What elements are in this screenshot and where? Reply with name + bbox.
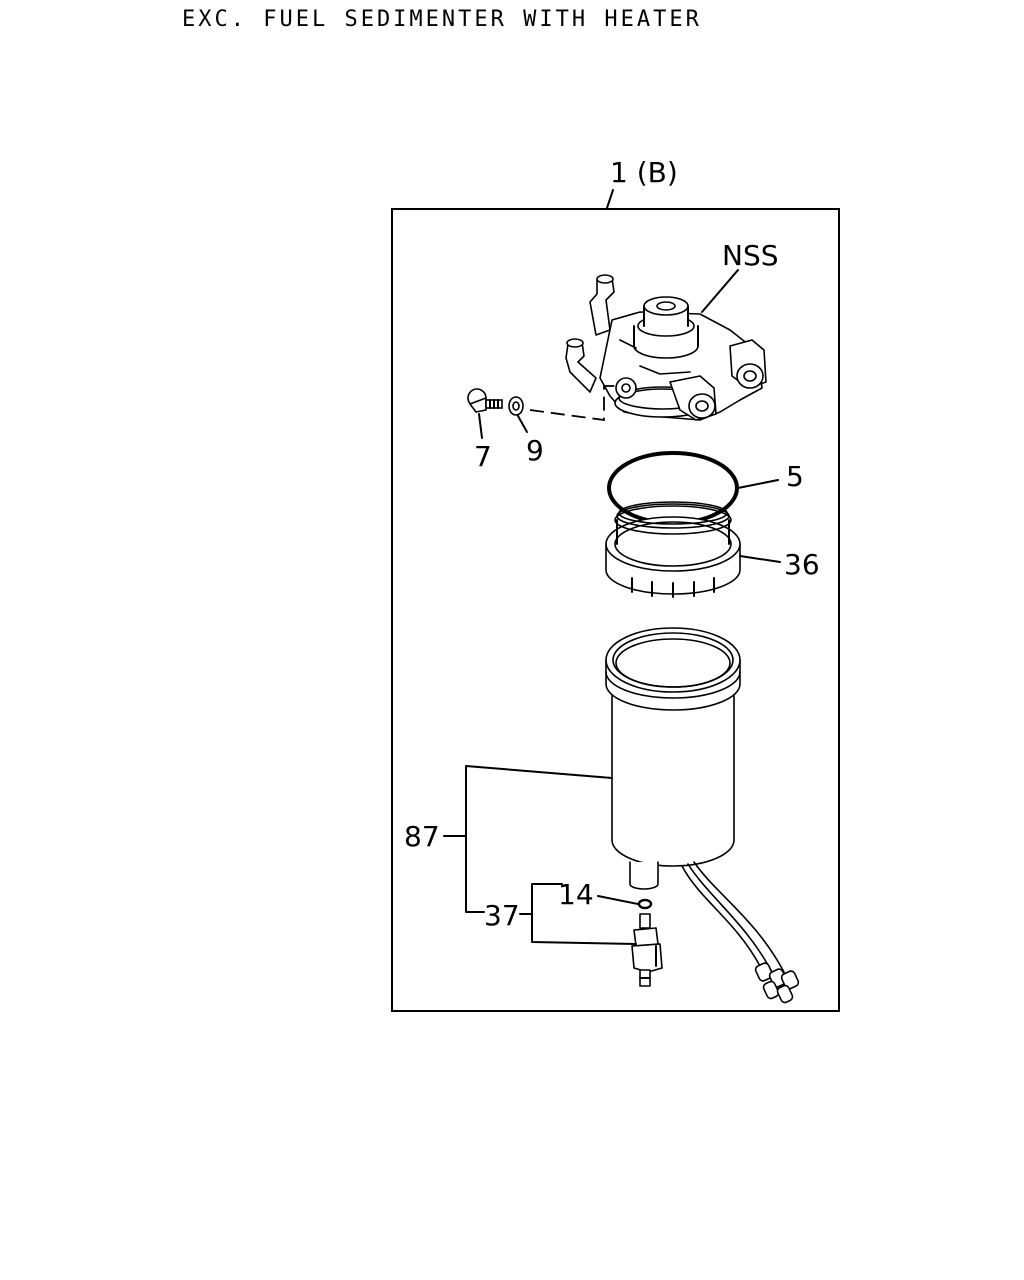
leader-9	[517, 415, 528, 433]
callout-5: 5	[786, 460, 804, 493]
small-o-ring-part-14	[637, 898, 653, 910]
callout-14: 14	[558, 878, 594, 911]
callout-36: 36	[784, 548, 820, 581]
drain-plug-part-37	[631, 913, 663, 987]
bolt-part-7	[467, 388, 503, 413]
leader-14	[597, 895, 639, 905]
callout-37: 37	[484, 899, 520, 932]
ring-nut-part-36	[605, 501, 741, 598]
callout-9: 9	[526, 434, 544, 467]
heater-wires	[681, 861, 800, 1004]
assembly-label: 1 (B)	[610, 156, 678, 189]
callout-nss: NSS	[722, 239, 779, 272]
leader-36	[739, 555, 781, 563]
leader-nss	[701, 269, 739, 313]
alignment-dashed-line	[529, 385, 620, 422]
leader-87	[465, 765, 613, 913]
assembly-frame	[391, 208, 840, 1012]
filter-bowl-part-87	[605, 627, 741, 890]
o-ring-part-5	[607, 451, 739, 525]
leader-5	[737, 479, 779, 489]
leader-7	[478, 413, 483, 439]
filter-head	[565, 274, 767, 421]
callout-87: 87	[404, 820, 440, 853]
diagram-title: EXC. FUEL SEDIMENTER WITH HEATER	[182, 7, 702, 32]
washer-part-9	[508, 396, 524, 416]
assembly-leader	[606, 189, 614, 209]
callout-7: 7	[474, 440, 492, 473]
